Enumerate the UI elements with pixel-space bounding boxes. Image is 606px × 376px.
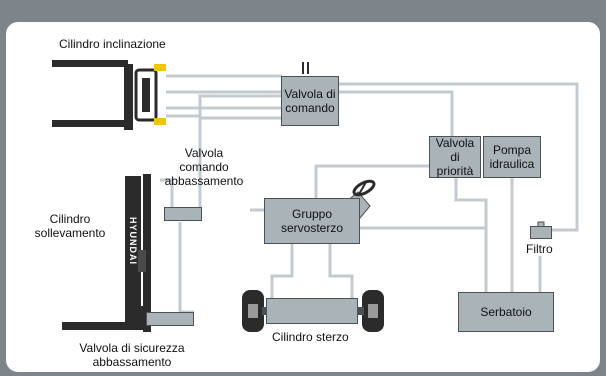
- tank-box: Serbatoio: [458, 292, 554, 332]
- safety-valve-label: Valvola di sicurezza abbassamento: [62, 341, 202, 369]
- control-valve-label-1: Valvola di: [284, 87, 336, 101]
- lowering-control-valve-box: [164, 207, 202, 221]
- filter-box: [530, 226, 552, 239]
- lowering-control-valve-line-1: Valvola: [184, 146, 224, 160]
- mast-cylinder: [143, 174, 151, 332]
- fork-lower: [52, 120, 128, 127]
- safety-valve-line-2: abbassamento: [92, 355, 172, 369]
- carriage-plate: [124, 64, 133, 130]
- hydraulic-lines: [160, 74, 579, 314]
- pipe-priority-down: [454, 178, 488, 292]
- power-steering-label-2: servosterzo: [280, 221, 344, 235]
- tilt-cylinder-label: Cilindro inclinazione: [59, 37, 166, 51]
- tank-label: Serbatoio: [480, 305, 532, 319]
- steering-cylinder-box: [266, 298, 358, 324]
- safety-valve-box: [146, 312, 194, 326]
- tilt-ring-bottom: [154, 118, 166, 125]
- pipe-steering-cyl-2: [328, 244, 354, 300]
- pipe-tilt-4: [166, 94, 282, 118]
- priority-valve-label-2: priorità: [436, 164, 474, 178]
- mast-column: [125, 176, 141, 330]
- steering-cylinder-label: Cilindro sterzo: [272, 330, 349, 344]
- pipe-lowering-safety: [178, 222, 194, 314]
- pipe-priority-steering: [314, 164, 430, 200]
- steering-wheel-icon: [352, 179, 376, 197]
- mast-fork-heel: [136, 306, 146, 330]
- lowering-control-valve-line-2: comando: [179, 160, 229, 174]
- pump-label-1: Pompa: [492, 143, 531, 157]
- lowering-control-valve-label: Valvola comando abbassamento: [158, 146, 250, 188]
- lowering-control-valve-line-3: abbassamento: [164, 174, 244, 188]
- wheel-right-hub: [368, 304, 378, 318]
- lift-cylinder-line-1: Cilindro: [49, 212, 91, 226]
- pipe-steering-cyl-1: [270, 244, 294, 300]
- steering-wheels: [242, 290, 384, 332]
- fork-upper: [52, 60, 128, 67]
- power-steering-label-1: Gruppo: [291, 207, 333, 221]
- lift-cylinder-label: Cilindro sollevamento: [28, 212, 112, 240]
- mast-fork: [62, 322, 146, 330]
- pipe-control-lift-top: [160, 178, 174, 207]
- axle-left: [262, 307, 268, 315]
- tilt-cylinder-drawing: [52, 60, 166, 130]
- pipe-valve-priority: [339, 90, 454, 136]
- axle-right: [358, 307, 364, 315]
- lift-cylinder-line-2: sollevamento: [34, 226, 106, 240]
- mast-brand-text: HYUNDAI: [128, 217, 138, 266]
- tilt-ring-top: [154, 64, 166, 71]
- filter-label: Filtro: [526, 242, 553, 256]
- pump-label-2: idraulica: [489, 157, 535, 171]
- mast-drawing: [62, 174, 151, 332]
- control-valve-label-2: comando: [285, 101, 335, 115]
- wheel-left-hub: [248, 304, 258, 318]
- steering-spoke: [357, 181, 367, 197]
- control-valve-levers: [302, 62, 309, 74]
- safety-valve-line-1: Valvola di sicurezza: [79, 341, 185, 355]
- tilt-cylinder-rod: [142, 78, 150, 112]
- priority-valve-label-1: Valvola di: [435, 136, 475, 164]
- mast-bracket: [138, 250, 146, 272]
